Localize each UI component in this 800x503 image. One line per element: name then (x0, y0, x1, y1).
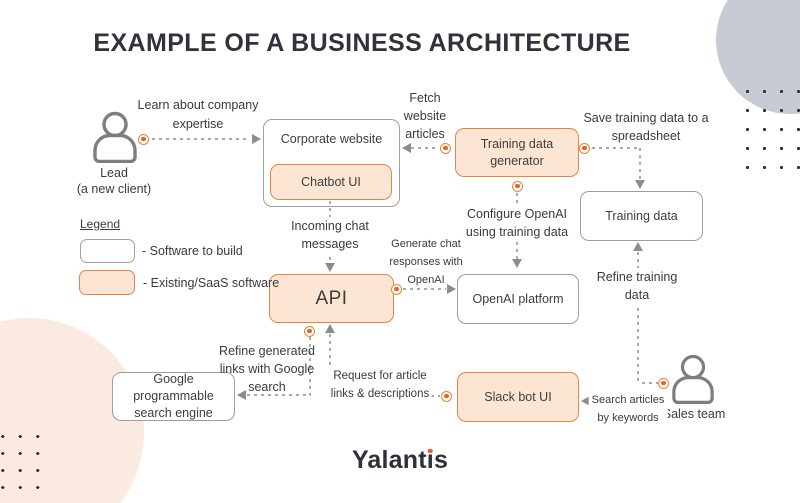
edge-generator-trainingdata (639, 148, 641, 180)
node-openai-platform: OpenAI platform (457, 274, 579, 324)
node-label: search engine (134, 406, 213, 420)
edge-label-generate: Generate chat responses with OpenAI (389, 238, 463, 286)
edge-sales-trainingdata (642, 382, 658, 384)
node-label: OpenAI platform (472, 291, 564, 306)
node-training-data: Training data (580, 191, 703, 241)
origin-dot-icon (579, 142, 590, 154)
arrowhead-up-icon (632, 242, 643, 251)
edge-label-search: Search articles by keywords (588, 391, 668, 427)
edge-lead-website (152, 138, 250, 140)
origin-dot-icon (441, 390, 452, 402)
yalantis-logo: Yalantıs (351, 446, 449, 474)
edge-label-fetch: Fetch website articles (403, 91, 447, 141)
edge-api-google (309, 337, 311, 395)
edge-sales-trainingdata (637, 252, 639, 383)
legend-heading: Legend (80, 217, 121, 231)
logo-i-dot: ı (426, 446, 434, 474)
edge-generator-trainingdata (592, 147, 641, 149)
node-label: Slack bot UI (484, 389, 552, 404)
node-training-data-generator: Training data generator (455, 128, 579, 177)
lead-person-icon (93, 111, 137, 163)
origin-dot-icon (304, 325, 315, 337)
arrowhead-up-icon (324, 324, 335, 333)
sales-team-label: Sales team (662, 407, 726, 421)
dots-pattern-bottom-left (0, 428, 47, 496)
edge-slack-api (329, 334, 331, 396)
node-api: API (269, 274, 394, 323)
node-label: Training data (605, 208, 678, 223)
node-label: generator (490, 153, 544, 168)
node-label: API (315, 288, 348, 309)
page-title: EXAMPLE OF A BUSINESS ARCHITECTURE (93, 29, 631, 57)
edge-label-save: Save training data to a spreadsheet (583, 111, 709, 143)
node-label: Corporate website (280, 132, 383, 146)
origin-dot-icon (512, 180, 523, 192)
arrowhead-down-icon (511, 259, 522, 268)
lead-label: Lead (a new client) (76, 166, 152, 196)
sales-team-person-icon (672, 354, 714, 404)
origin-dot-icon (138, 133, 149, 145)
arrowhead-down-icon (634, 180, 645, 189)
arrowhead-left-icon (402, 142, 411, 153)
node-label: Chatbot UI (301, 174, 361, 189)
dots-pattern-top-right (739, 82, 800, 177)
edge-api-openai (403, 288, 446, 290)
edge-label-refine-generated: Refine generated links with Google searc… (219, 344, 315, 394)
node-google-search-engine: Google programmable search engine (112, 372, 235, 421)
edge-label-configure: Configure OpenAI using training data (462, 205, 572, 241)
legend-label-saas: - Existing/SaaS software (143, 276, 280, 290)
edge-label-request: Request for article links & descriptions (327, 367, 433, 403)
arrowhead-right-icon (447, 283, 456, 294)
edge-api-google (247, 394, 311, 396)
legend-label-build: - Software to build (142, 244, 243, 258)
origin-dot-icon (658, 377, 669, 389)
node-label: Training data (480, 136, 554, 151)
arrowhead-left-icon (581, 395, 590, 406)
edge-label-learn: Learn about company expertise (137, 98, 259, 131)
arrowhead-right-icon (252, 133, 261, 144)
edge-label-incoming: Incoming chat messages (288, 217, 372, 253)
edge-label-refine-training: Refine training data (593, 268, 681, 304)
node-label: Google programmable (133, 372, 214, 403)
legend-swatch-saas (79, 270, 135, 295)
node-slack-bot-ui: Slack bot UI (457, 372, 579, 422)
arrowhead-left-icon (237, 389, 246, 400)
node-chatbot-ui: Chatbot UI (270, 164, 392, 200)
origin-dot-icon (440, 142, 451, 154)
arrowhead-down-icon (324, 263, 335, 272)
origin-dot-icon (391, 283, 402, 295)
edge-generator-website (411, 147, 439, 149)
legend-swatch-build (80, 239, 135, 263)
